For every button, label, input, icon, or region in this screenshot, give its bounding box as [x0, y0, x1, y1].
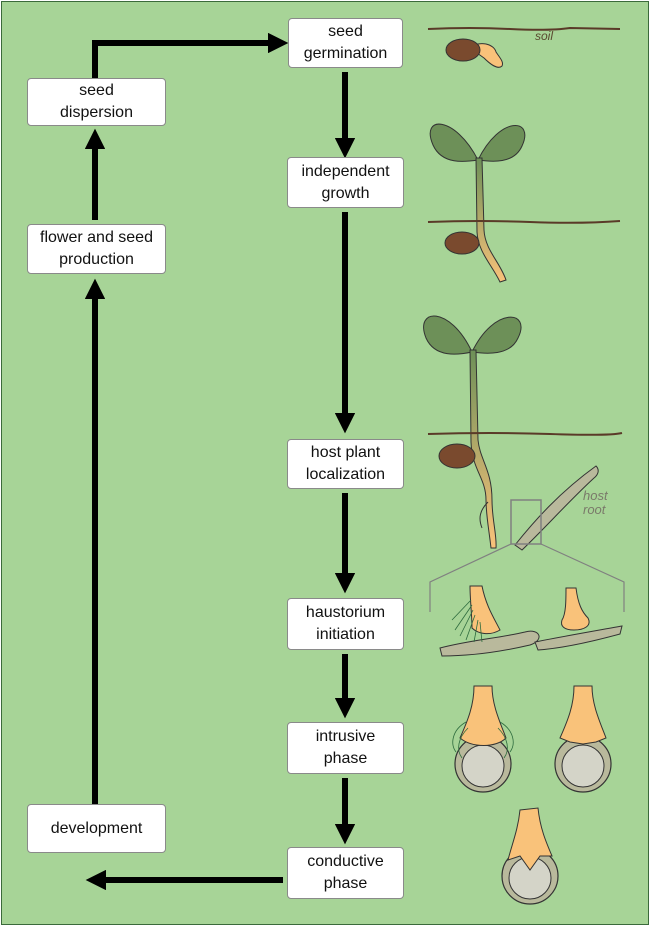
haustorium-initiation-illustration — [439, 585, 623, 657]
arrow-dispersion-to-germination — [92, 32, 289, 80]
stage-independent-growth: independent growth — [287, 157, 404, 208]
seedling-illustration — [427, 123, 621, 283]
stage-host-plant-localization: host plant localization — [287, 439, 404, 489]
soil-label: soil — [535, 29, 553, 43]
seed-germination-illustration — [427, 26, 621, 68]
stage-haustorium-initiation: haustorium initiation — [287, 598, 404, 650]
host-localization-illustration — [423, 315, 625, 612]
host-root-label-line1: host — [583, 488, 609, 503]
cycle-arrows — [84, 32, 356, 891]
stage-seed-germination: seed germination — [288, 18, 403, 68]
stage-intrusive-phase: intrusive phase — [287, 722, 404, 774]
stage-development: development — [27, 804, 166, 853]
intrusive-phase-illustration — [452, 685, 612, 793]
stage-flower-and-seed-production: flower and seed production — [27, 224, 166, 274]
conductive-phase-illustration — [501, 807, 559, 905]
stage-seed-dispersion: seed dispersion — [27, 78, 166, 126]
host-root-label-line2: root — [583, 502, 607, 517]
stage-conductive-phase: conductive phase — [287, 847, 404, 899]
